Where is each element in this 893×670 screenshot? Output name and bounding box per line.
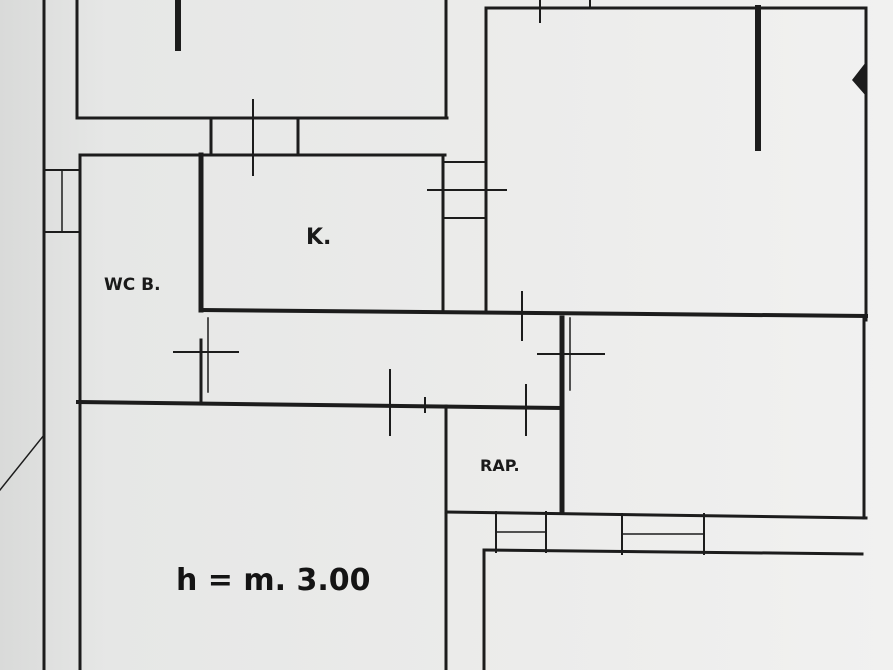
wall-corridor-bottom (75, 399, 563, 411)
arrow-marker-right (852, 62, 866, 96)
room-label-kitchen: K. (306, 225, 331, 250)
ceiling-height-label: h = m. 3.00 (176, 563, 371, 598)
room-label-storage: RAP. (480, 456, 520, 475)
wall-bottom-right-top (484, 548, 864, 556)
wall-kitchen-bottom (198, 307, 869, 319)
room-label-wc: WC B. (104, 275, 161, 295)
walls (0, 0, 869, 670)
stair-line (0, 433, 46, 492)
wall-storage-bottom (444, 510, 868, 520)
